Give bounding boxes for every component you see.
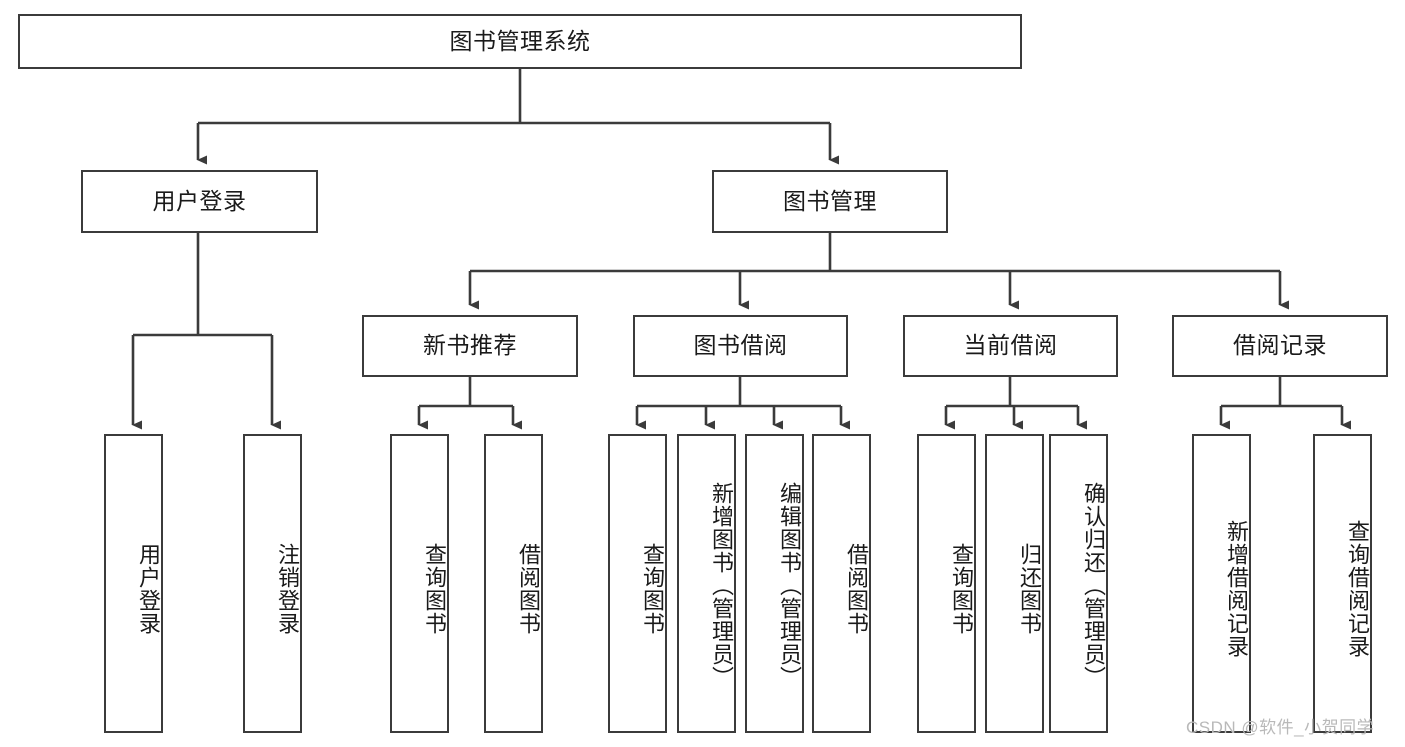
leaf-new-book-rec-borrow[interactable]: 借阅图书 (484, 434, 543, 733)
leaf-borrow-record-add[interactable]: 新增借阅记录 (1192, 434, 1251, 733)
leaf-book-borrow-query[interactable]: 查询图书 (608, 434, 667, 733)
node-root[interactable]: 图书管理系统 (18, 14, 1022, 69)
leaf-user-login-login[interactable]: 用户登录 (104, 434, 163, 733)
leaf-current-borrow-query[interactable]: 查询图书 (917, 434, 976, 733)
leaf-user-login-logout[interactable]: 注销登录 (243, 434, 302, 733)
leaf-book-borrow-borrow[interactable]: 借阅图书 (812, 434, 871, 733)
leaf-book-borrow-edit[interactable]: 编辑图书（管理员） (745, 434, 804, 733)
csdn-watermark: CSDN @软件_小贺同学 (1186, 718, 1375, 737)
leaf-new-book-rec-query[interactable]: 查询图书 (390, 434, 449, 733)
node-borrow-record[interactable]: 借阅记录 (1172, 315, 1388, 377)
leaf-book-borrow-add[interactable]: 新增图书（管理员） (677, 434, 736, 733)
node-user-login[interactable]: 用户登录 (81, 170, 318, 233)
node-new-book-rec[interactable]: 新书推荐 (362, 315, 578, 377)
node-book-manage[interactable]: 图书管理 (712, 170, 948, 233)
node-current-borrow[interactable]: 当前借阅 (903, 315, 1118, 377)
leaf-current-borrow-return[interactable]: 归还图书 (985, 434, 1044, 733)
node-book-borrow[interactable]: 图书借阅 (633, 315, 848, 377)
leaf-current-borrow-confirm[interactable]: 确认归还（管理员） (1049, 434, 1108, 733)
leaf-borrow-record-query[interactable]: 查询借阅记录 (1313, 434, 1372, 733)
